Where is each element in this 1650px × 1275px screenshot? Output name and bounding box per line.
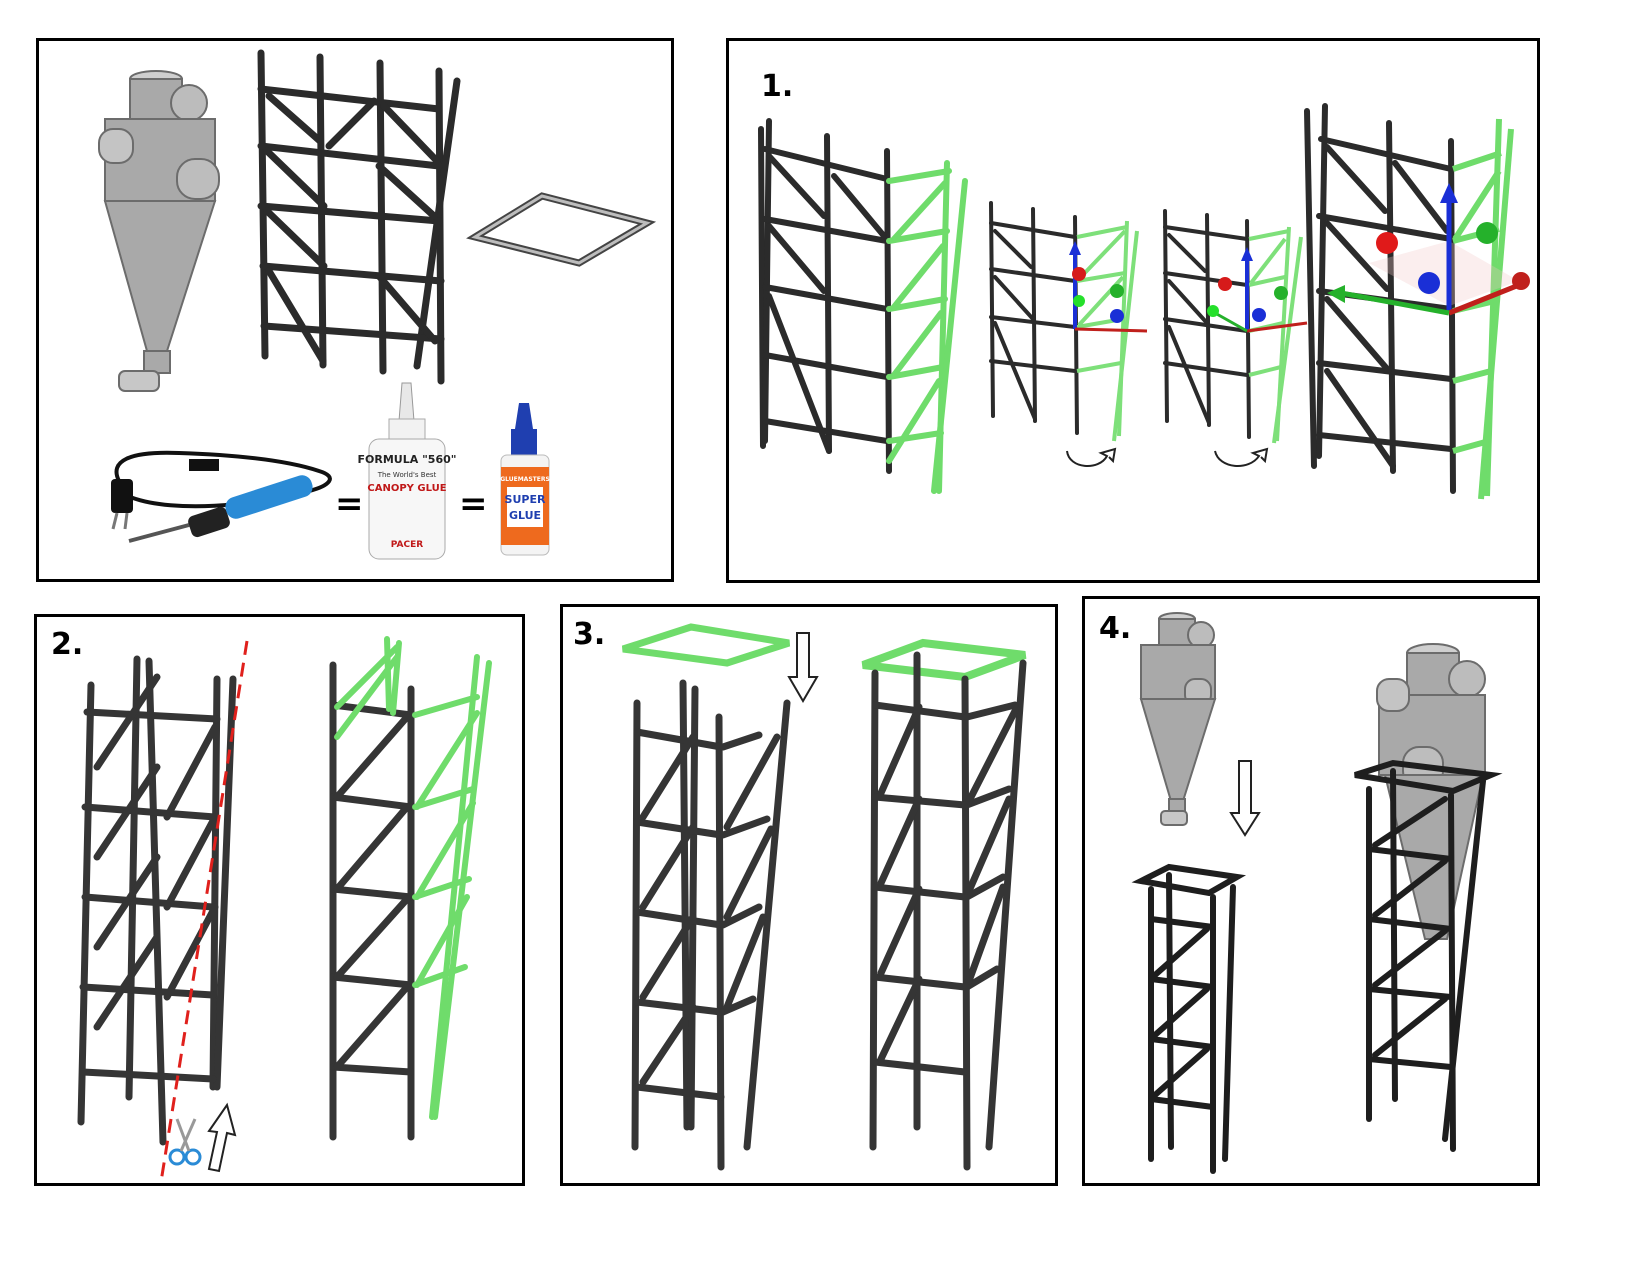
frame-d	[1304, 103, 1456, 494]
step1-illustration	[758, 103, 1530, 500]
step3-panel: 3.	[560, 604, 1058, 1186]
soldering-iron	[111, 450, 332, 543]
parts-illustration: = = FORMULA "560" The World's Best CANOP…	[98, 49, 657, 560]
canopy-glue-bottle: FORMULA "560" The World's Best CANOPY GL…	[358, 382, 457, 560]
tower-frame	[257, 49, 461, 385]
rotate-arrow-icon-2	[1214, 447, 1269, 468]
step4-illustration	[1131, 612, 1503, 1174]
canopy-brand: FORMULA "560"	[358, 453, 457, 466]
gizmo-icon	[1069, 241, 1148, 333]
frame-b	[989, 201, 1079, 435]
gizmo-icon-3	[1327, 183, 1530, 316]
down-arrow-icon	[787, 632, 819, 703]
equals-sign-2: =	[459, 484, 488, 524]
tower-assembled	[1354, 759, 1503, 1152]
equals-sign-1: =	[335, 484, 364, 524]
step2-panel: 2.	[34, 614, 525, 1186]
square-ring	[466, 192, 657, 267]
canopy-line2: CANOPY GLUE	[367, 483, 446, 494]
step1-panel: 1.	[726, 38, 1540, 583]
tower-box-left	[77, 655, 237, 1146]
ring-floating	[621, 623, 791, 667]
parts-panel: = = FORMULA "560" The World's Best CANOP…	[36, 38, 674, 582]
step3-illustration	[621, 623, 1027, 1171]
ring-placed	[861, 638, 1027, 682]
step3-label: 3.	[573, 617, 606, 652]
step2-illustration	[77, 636, 492, 1183]
tower-box-right	[329, 661, 415, 1141]
step1-label: 1.	[761, 69, 794, 104]
frame-a	[758, 118, 892, 474]
super-glue-line2: GLUE	[509, 509, 541, 522]
canopy-line1: The World's Best	[377, 471, 437, 479]
step4-label: 4.	[1099, 611, 1132, 646]
cut-line	[159, 640, 249, 1183]
tower-framed	[869, 651, 1027, 1171]
frame-a-highlight	[886, 160, 968, 494]
up-arrow-icon	[207, 1102, 237, 1173]
step4-panel: 4.	[1082, 596, 1540, 1186]
tower-box-right-highlight	[334, 636, 492, 1120]
super-glue-maker: GLUEMASTERS	[500, 476, 550, 483]
gizmo-icon-2	[1207, 247, 1308, 333]
cyclone-small	[1139, 612, 1217, 826]
canopy-maker: PACER	[391, 540, 423, 550]
super-glue-bottle: GLUEMASTERS SUPER GLUE	[500, 403, 550, 556]
down-arrow-icon-2	[1229, 760, 1261, 837]
cyclone-model	[98, 70, 220, 392]
cyclone-large	[1376, 643, 1486, 940]
frame-c-highlight	[1248, 226, 1303, 444]
scissors-icon	[168, 1118, 202, 1166]
rotate-arrow-icon	[1066, 447, 1117, 468]
step2-label: 2.	[51, 627, 84, 662]
tower-unframed	[631, 679, 791, 1171]
super-glue-line1: SUPER	[505, 493, 546, 506]
tower-small	[1131, 863, 1247, 1174]
